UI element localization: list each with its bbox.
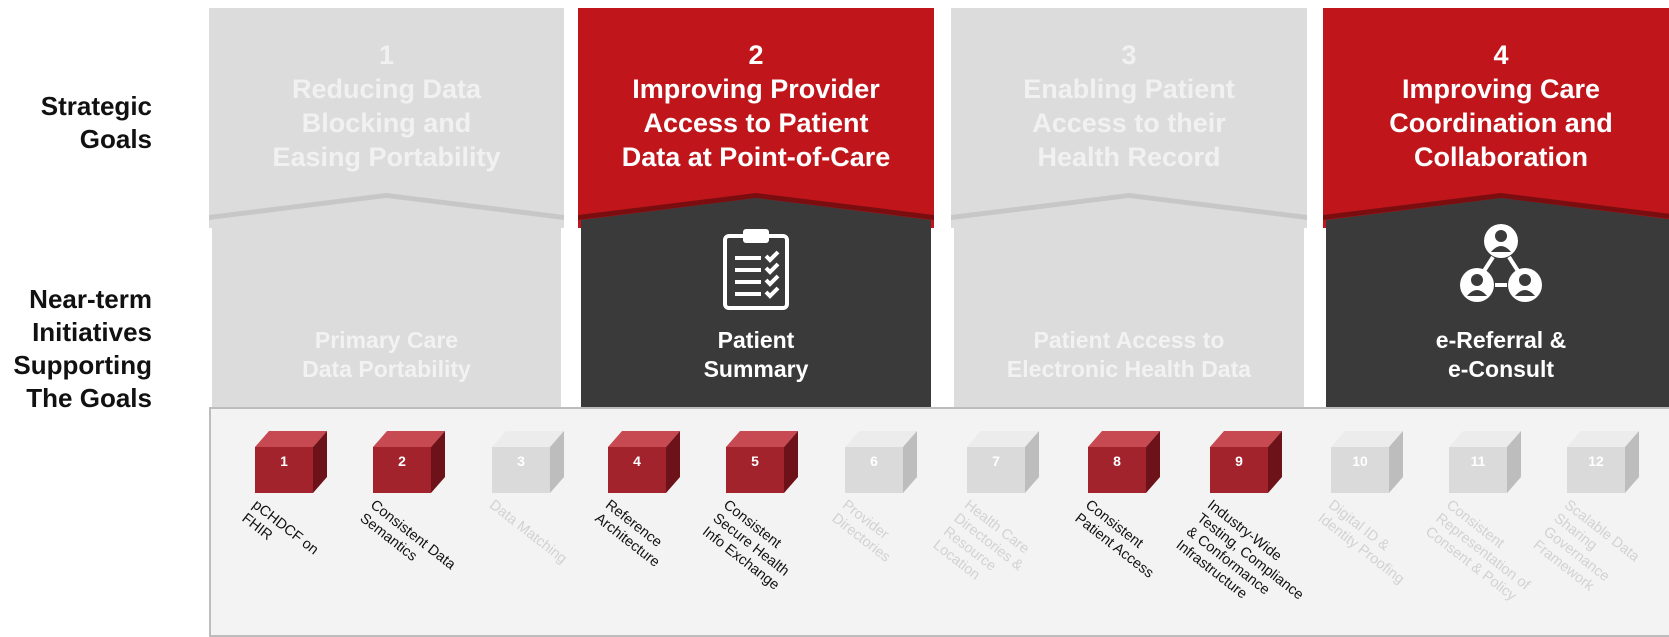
enabler-cube-7: 7 [967, 431, 1039, 495]
people-network-icon [1459, 223, 1543, 312]
enabler-number: 10 [1352, 453, 1368, 469]
initiative-panel-edge [578, 193, 934, 220]
initiative-panel-shape [1323, 193, 1669, 408]
enabler-number: 6 [870, 453, 878, 469]
enabler-number: 4 [633, 453, 641, 469]
initiative-panel-edge [1323, 193, 1669, 220]
enabler-number: 1 [280, 453, 288, 469]
initiative-label: e-Referral &e-Consult [1435, 327, 1567, 382]
enabler-cube-2: 2 [373, 431, 445, 495]
enabler-number: 7 [992, 453, 1000, 469]
enabler-cube-10: 10 [1331, 431, 1403, 495]
initiative-panel-shape [578, 193, 934, 408]
enablers-panel [209, 407, 1669, 637]
initiative-panel-body [954, 198, 1304, 408]
enabler-number: 9 [1235, 453, 1243, 469]
enabler-number: 12 [1588, 453, 1604, 469]
enabler-number: 11 [1470, 453, 1486, 469]
initiative-panel-body [212, 198, 561, 408]
enabler-cube-8: 8 [1088, 431, 1160, 495]
goal-number: 1 [378, 40, 395, 70]
goal-number: 3 [1121, 40, 1137, 70]
enabler-number: 5 [751, 453, 759, 469]
enabler-cube-6: 6 [845, 431, 917, 495]
enabler-cube-5: 5 [726, 431, 798, 495]
enabler-cube-4: 4 [608, 431, 680, 495]
initiative-panel-shape [951, 193, 1307, 408]
goal-number: 4 [1493, 40, 1509, 70]
enabler-number: 2 [398, 453, 406, 469]
enabler-cube-9: 9 [1210, 431, 1282, 495]
enabler-number: 8 [1113, 453, 1121, 469]
clipboard-checklist-icon [721, 226, 791, 317]
enabler-number: 3 [517, 453, 525, 469]
goal-number: 2 [748, 40, 764, 70]
initiative-panel-body [581, 198, 931, 408]
enabler-cube-11: 11 [1449, 431, 1521, 495]
initiative-panel-edge [209, 193, 564, 220]
enabler-cube-12: 12 [1567, 431, 1639, 495]
enabler-cube-1: 1 [255, 431, 327, 495]
initiative-panel-shape [209, 193, 564, 408]
initiative-panel-edge [951, 193, 1307, 220]
enabler-cube-3: 3 [492, 431, 564, 495]
initiative-panel-body [1326, 198, 1669, 408]
